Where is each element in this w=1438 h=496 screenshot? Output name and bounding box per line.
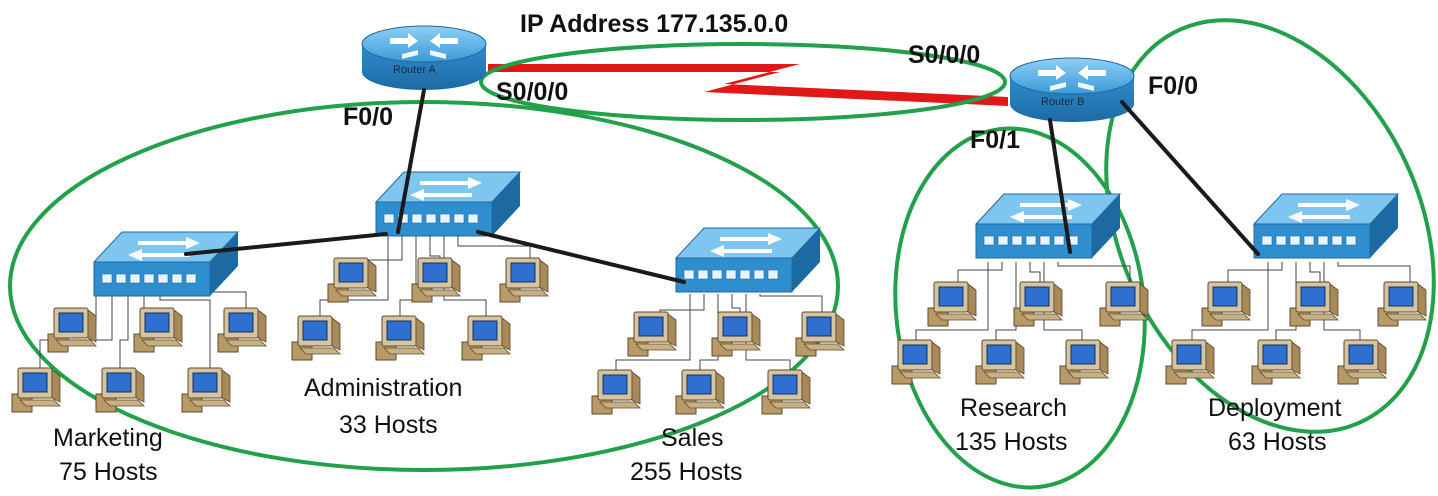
router-b-icon (1009, 57, 1135, 123)
wan-ellipse (479, 42, 1007, 122)
pc-icon (1059, 339, 1109, 385)
lan-sales-hosts: 255 Hosts (630, 458, 743, 486)
pc-icon (1251, 339, 1301, 385)
switch-research (975, 193, 1121, 259)
pc-icon (927, 281, 977, 327)
pc-icon (327, 257, 377, 303)
lan-research-name: Research (960, 394, 1067, 422)
pc-icon (627, 311, 677, 357)
hosts-administration (291, 257, 549, 361)
lan-research-hosts: 135 Hosts (955, 428, 1068, 456)
switch-deployment (1253, 193, 1399, 259)
pc-icon (761, 369, 811, 415)
pc-icon (1377, 281, 1427, 327)
pc-icon (1099, 281, 1149, 327)
router-a-label: Router A (393, 64, 436, 76)
hosts-research (891, 281, 1149, 385)
pc-icon (1165, 339, 1215, 385)
hosts-deployment (1165, 281, 1427, 385)
pc-icon (217, 307, 267, 353)
pc-icon (795, 311, 845, 357)
pc-icon (375, 315, 425, 361)
wan-serial-link (488, 64, 1008, 106)
router-a-icon (361, 25, 487, 91)
lan-sales-name: Sales (661, 424, 724, 452)
pc-icon (711, 311, 761, 357)
pc-icon (891, 339, 941, 385)
lan-marketing-name: Marketing (53, 424, 163, 452)
pc-icon (675, 369, 725, 415)
router-b-fast-right-label: F0/0 (1148, 72, 1199, 100)
pc-icon (499, 257, 549, 303)
pc-icon (591, 369, 641, 415)
router-b-label: Router B (1041, 96, 1085, 108)
pc-icon (1201, 281, 1251, 327)
router-b-fast-left-label: F0/1 (970, 126, 1021, 154)
pc-icon (461, 315, 511, 361)
switch-marketing (93, 231, 239, 297)
pc-icon (47, 307, 97, 353)
hosts-marketing (11, 307, 267, 413)
router-a-fast-label: F0/0 (343, 103, 394, 131)
pc-icon (133, 307, 183, 353)
uplink-cables (184, 88, 1260, 284)
pc-icon (95, 367, 145, 413)
pc-icon (1289, 281, 1339, 327)
pc-icon (975, 339, 1025, 385)
pc-icon (291, 315, 341, 361)
router-b-serial-label: S0/0/0 (908, 41, 981, 69)
pc-icon (411, 257, 461, 303)
lan-marketing-hosts: 75 Hosts (59, 458, 158, 486)
router-a-serial-label: S0/0/0 (496, 78, 569, 106)
pc-icon (1337, 339, 1387, 385)
lan-deployment-hosts: 63 Hosts (1228, 428, 1327, 456)
lan-administration-hosts: 33 Hosts (339, 411, 438, 439)
hosts-sales (591, 311, 845, 415)
switch-sales (675, 227, 821, 293)
pc-icon (181, 367, 231, 413)
diagram-title: IP Address 177.135.0.0 (520, 10, 789, 38)
router-a-lan-ellipse (8, 100, 840, 472)
lan-administration-name: Administration (304, 374, 463, 402)
lan-deployment-name: Deployment (1208, 394, 1342, 422)
pc-icon (1013, 281, 1063, 327)
pc-icon (11, 367, 61, 413)
